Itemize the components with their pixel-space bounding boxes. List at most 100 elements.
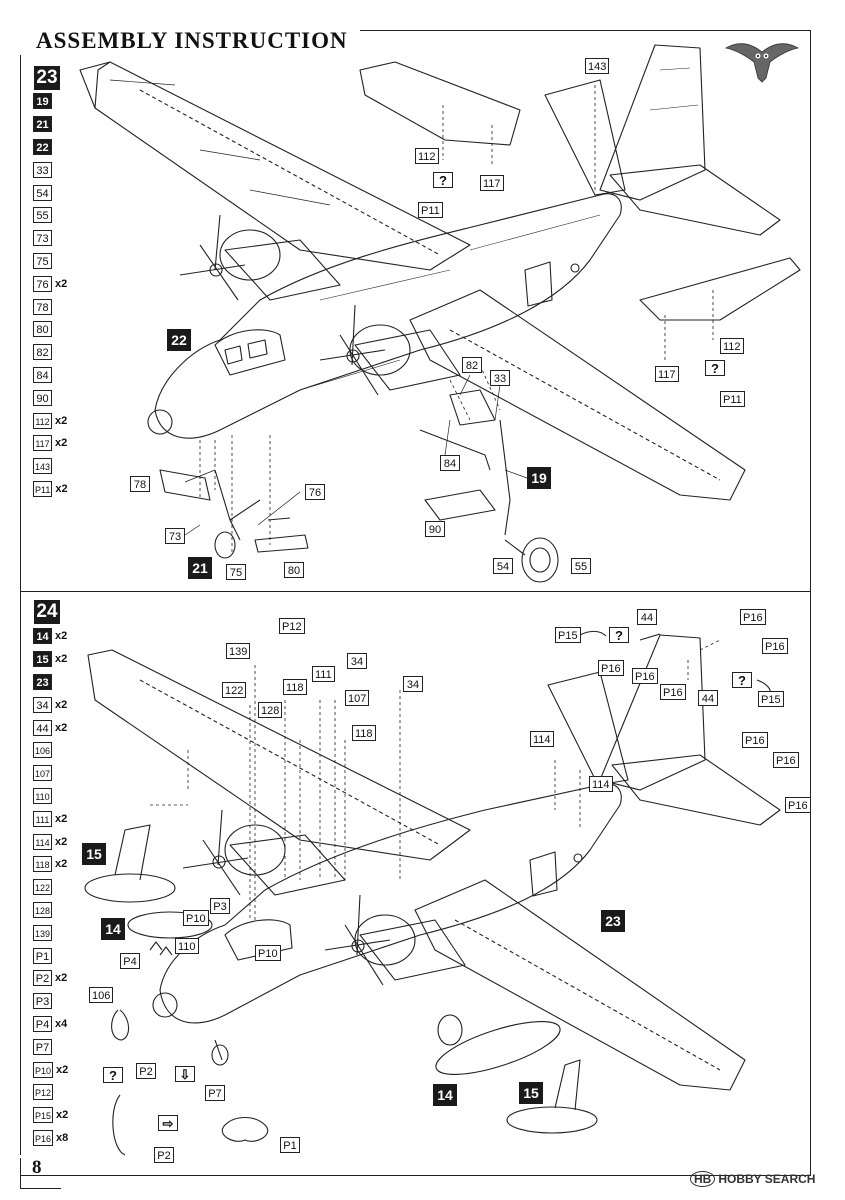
owl-logo-icon [724, 43, 800, 83]
part-callout: 44 [698, 690, 718, 706]
part-quantity: x2 [56, 1109, 69, 1122]
watermark-text: HOBBY SEARCH [718, 1172, 816, 1186]
part-number-box: 55 [33, 207, 52, 224]
part-callout: 114 [530, 731, 554, 747]
question-mark-icon: ? [433, 172, 453, 188]
parts-list-item: 23 [33, 671, 113, 694]
part-callout: 33 [490, 370, 510, 386]
part-callout: 78 [130, 476, 150, 492]
parts-list-item: 110 [33, 785, 113, 808]
part-number-box: 114 [33, 833, 52, 850]
parts-list-item: 107 [33, 762, 113, 785]
part-callout: 117 [480, 175, 504, 191]
part-callout: P2 [154, 1147, 174, 1163]
parts-list-item: 19 [33, 90, 113, 113]
part-quantity: x2 [56, 1063, 69, 1076]
part-quantity: x2 [55, 414, 68, 427]
part-quantity: x2 [55, 972, 68, 985]
part-quantity: x4 [55, 1017, 68, 1030]
part-number-box: 73 [33, 230, 52, 247]
part-number-box: 110 [33, 787, 52, 804]
part-quantity: x2 [55, 721, 68, 734]
part-callout: P16 [762, 638, 788, 654]
part-number-box: P2 [33, 970, 52, 987]
part-number-box: 19 [33, 93, 52, 110]
parts-list-item: 54 [33, 181, 113, 204]
step-number: 23 [34, 66, 60, 90]
aircraft-step24-drawing [84, 630, 781, 1156]
part-number-box: 118 [33, 856, 52, 873]
part-number-box: 76 [33, 275, 52, 292]
part-number-box: 15 [33, 651, 52, 668]
part-callout: P3 [210, 898, 230, 914]
part-number-box: P7 [33, 1038, 52, 1055]
part-callout: P12 [279, 618, 305, 634]
part-callout: P2 [136, 1063, 156, 1079]
part-quantity: x2 [55, 277, 68, 290]
part-number-box: 139 [33, 924, 53, 941]
part-number-box: 128 [33, 901, 53, 918]
part-callout-major: 23 [601, 910, 625, 932]
part-number-box: 54 [33, 184, 52, 201]
page-number: 8 [32, 1157, 42, 1178]
part-number-box: 122 [33, 879, 53, 896]
part-number-box: 22 [33, 138, 52, 155]
step-number: 24 [34, 600, 60, 624]
part-number-box: 23 [33, 673, 52, 690]
part-quantity: x2 [55, 653, 68, 666]
part-callout: P7 [205, 1085, 225, 1101]
part-number-box: 106 [33, 742, 53, 759]
parts-list-item: 33 [33, 158, 113, 181]
part-number-box: P16 [33, 1129, 54, 1146]
part-callout: P10 [183, 910, 209, 926]
part-callout-major: 14 [101, 918, 125, 940]
part-quantity: x2 [55, 437, 68, 450]
part-number-box: P15 [33, 1107, 54, 1124]
part-quantity: x2 [55, 482, 68, 495]
part-number-box: P12 [33, 1084, 54, 1101]
parts-list-item: P3 [33, 990, 113, 1013]
part-callout-major: 21 [188, 557, 212, 579]
part-quantity: x2 [55, 630, 68, 643]
part-callout: P16 [660, 684, 686, 700]
parts-list-item: 90 [33, 386, 113, 409]
part-callout: 128 [258, 702, 283, 718]
part-number-box: P3 [33, 993, 52, 1010]
page-tab [20, 1158, 61, 1189]
part-callout: 117 [655, 366, 679, 382]
part-number-box: 117 [33, 435, 52, 452]
part-number-box: 44 [33, 719, 52, 736]
part-callout: 112 [720, 338, 744, 354]
part-callout: 107 [345, 690, 370, 706]
frame-border-left [20, 55, 21, 1155]
part-callout: 106 [89, 987, 114, 1003]
part-callout: 54 [493, 558, 513, 574]
part-callout: 118 [283, 679, 307, 695]
question-mark-icon: ? [705, 360, 725, 376]
part-quantity: x2 [55, 858, 68, 871]
part-number-box: P11 [33, 480, 53, 497]
part-quantity: x2 [55, 835, 68, 848]
part-callout: 114 [589, 776, 613, 792]
part-callout-major: 22 [167, 329, 191, 351]
part-number-box: P1 [33, 947, 52, 964]
part-number-box: 143 [33, 458, 53, 475]
part-quantity: x8 [56, 1131, 69, 1144]
parts-list-item: 22 [33, 136, 113, 159]
parts-list-item: 128 [33, 899, 113, 922]
part-callout: P16 [742, 732, 768, 748]
part-callout: P4 [120, 953, 140, 969]
parts-list-item: 75 [33, 250, 113, 273]
part-number-box: 111 [33, 810, 52, 827]
